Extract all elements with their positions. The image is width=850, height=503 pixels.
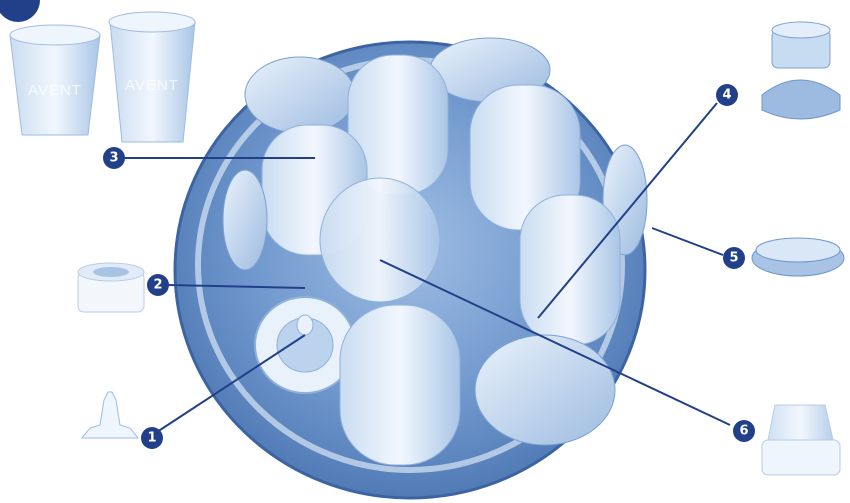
svg-text:2: 2	[153, 278, 162, 293]
corner-badge	[0, 0, 40, 22]
cup-left: AVENT	[10, 25, 100, 135]
screw-ring-part	[78, 263, 144, 312]
cup-right: AVENT	[109, 12, 195, 142]
svg-text:3: 3	[109, 151, 118, 166]
svg-text:1: 1	[147, 431, 156, 446]
leader-line-5	[652, 228, 723, 255]
callout-6: 6	[733, 420, 755, 442]
svg-text:4: 4	[722, 88, 731, 103]
teat-part	[82, 392, 138, 438]
svg-text:6: 6	[739, 424, 748, 439]
sealing-disc-part	[752, 238, 844, 276]
callout-4: 4	[716, 84, 738, 106]
callout-1: 1	[141, 427, 163, 449]
callout-3: 3	[103, 147, 125, 169]
adapter-part	[762, 22, 840, 119]
bottle-body-part	[762, 405, 840, 475]
svg-text:AVENT: AVENT	[28, 82, 82, 99]
callout-2: 2	[147, 274, 169, 296]
svg-text:AVENT: AVENT	[125, 77, 179, 94]
callout-5: 5	[723, 247, 745, 269]
svg-text:5: 5	[729, 251, 738, 266]
